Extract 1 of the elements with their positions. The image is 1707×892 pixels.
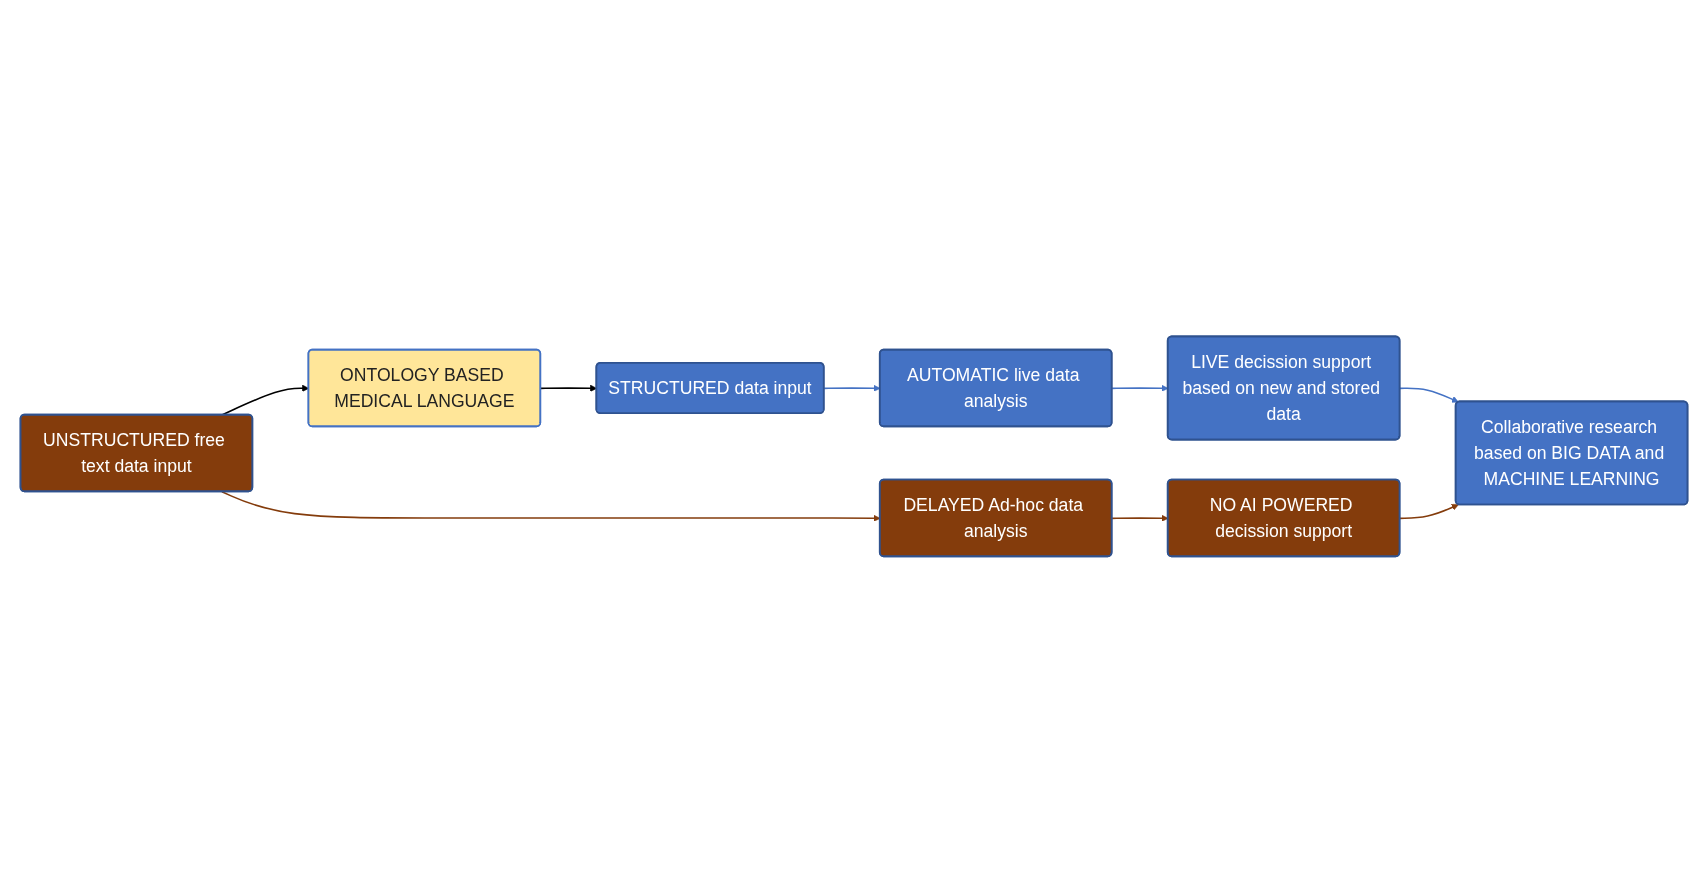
arrow xyxy=(220,490,880,522)
